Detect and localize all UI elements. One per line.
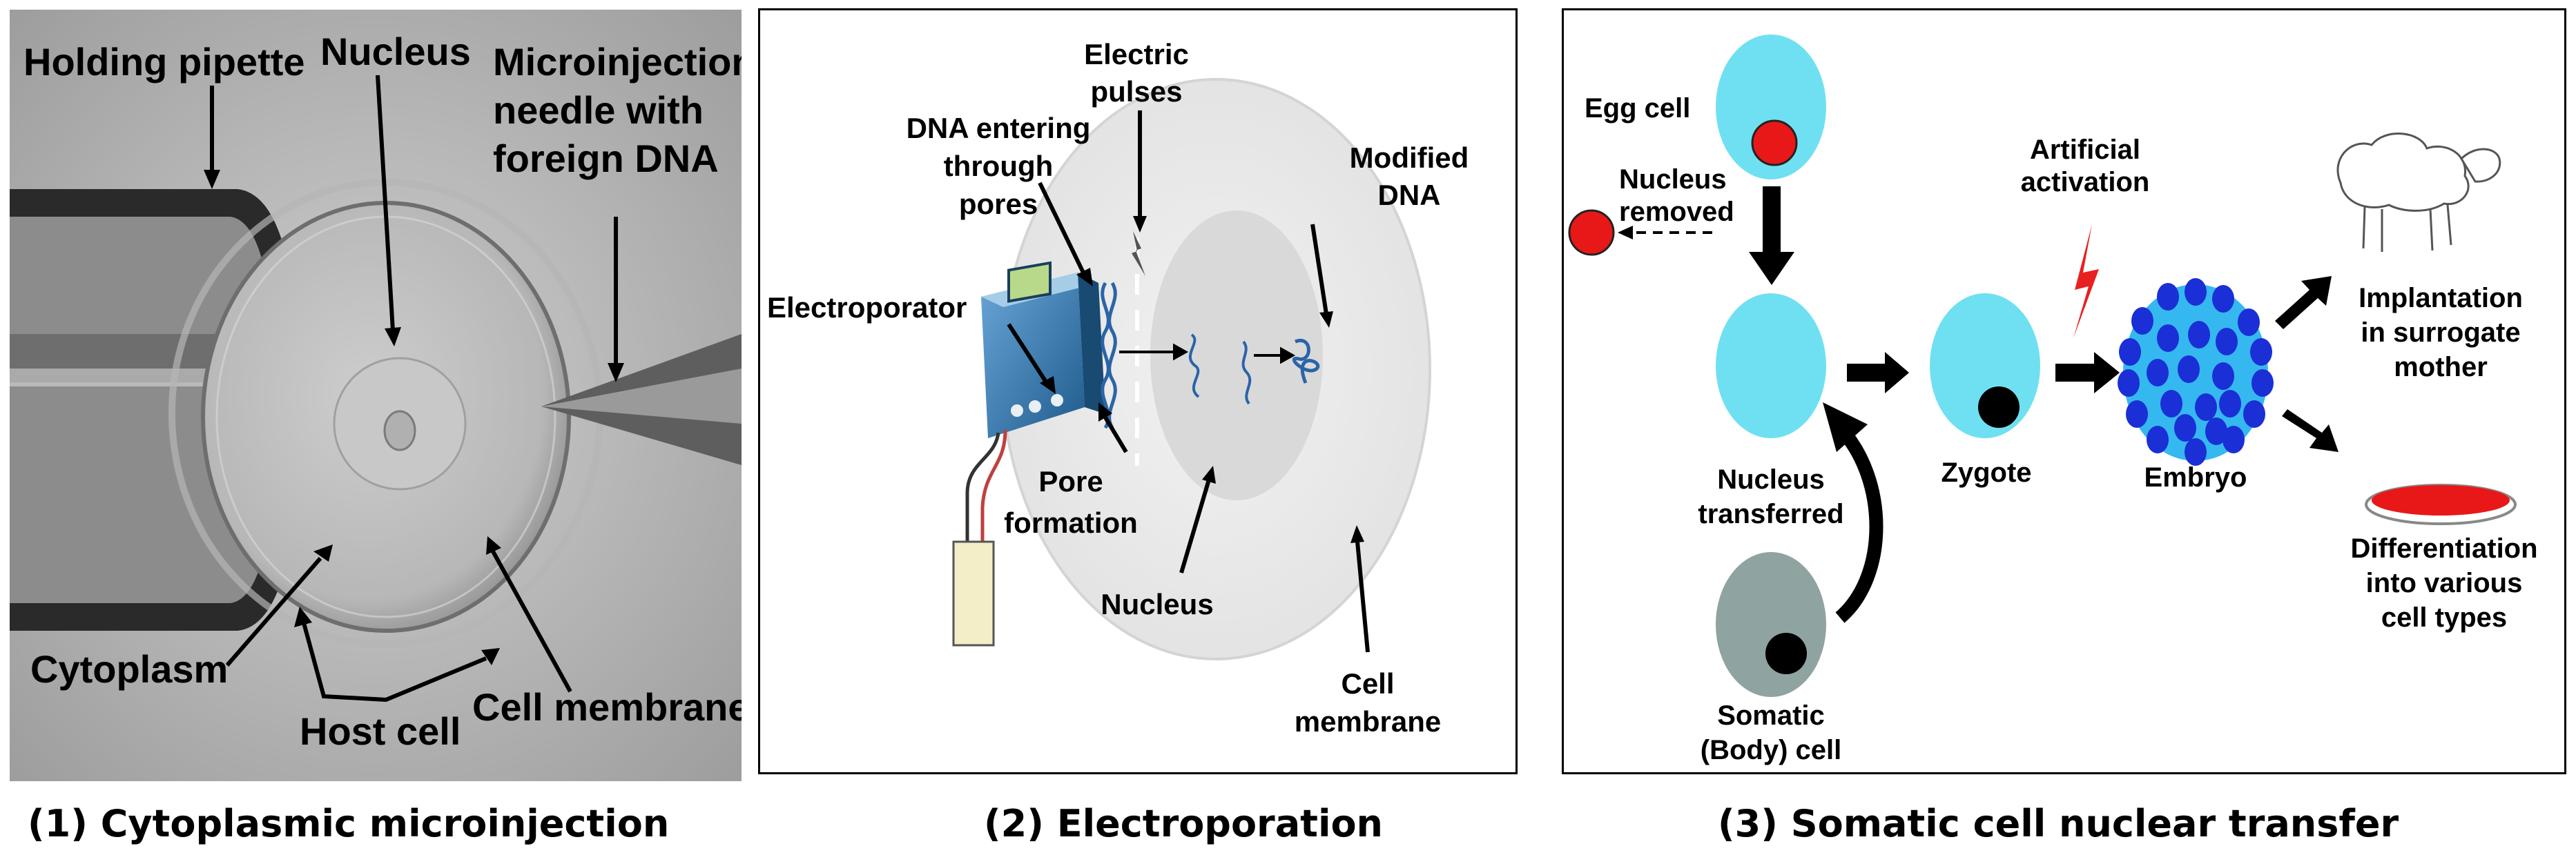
activation-bolt-icon	[2073, 224, 2099, 338]
needle-label-line3: foreign DNA	[493, 137, 719, 180]
nuclear-transfer-caption: (3) Somatic cell nuclear transfer	[1718, 802, 2399, 845]
dna-entering-label-line1: DNA entering	[907, 112, 1091, 144]
electroporation-caption: (2) Electroporation	[984, 802, 1383, 845]
dna-strand-entering	[1101, 282, 1117, 429]
electroporation-panel: Electric pulses DNA entering through por…	[758, 8, 1518, 774]
enucleated-egg-shape	[1716, 293, 1826, 438]
cell-membrane-label: Cell membrane	[472, 685, 742, 729]
panel2-arrows	[1007, 110, 1370, 653]
egg-cell-shape	[1716, 35, 1826, 179]
somatic-cell-shape	[1716, 552, 1826, 697]
nucleus-label: Nucleus	[320, 30, 471, 73]
host-cell-label: Host cell	[300, 709, 461, 753]
zygote-label: Zygote	[1941, 458, 2031, 488]
zygote-nucleus-shape	[1978, 386, 2020, 428]
differentiation-label-line1: Differentiation	[2350, 533, 2537, 564]
holding-pipette-label: Holding pipette	[23, 40, 305, 84]
nucleolus-shape	[383, 410, 416, 451]
electric-pulse-icon	[1132, 231, 1145, 276]
cytoplasm-label: Cytoplasm	[30, 647, 228, 691]
somatic-label-line2: (Body) cell	[1701, 735, 1841, 765]
nucleus-removed-label-line2: removed	[1619, 197, 1734, 227]
needle-label-line1: Microinjection	[493, 40, 742, 84]
outcome-arrows	[2275, 276, 2338, 452]
microinjection-panel: Holding pipette Nucleus Microinjection n…	[10, 10, 742, 781]
differentiation-label-line2: into various	[2366, 568, 2523, 598]
dna-flow-arrows	[1119, 343, 1296, 364]
nuclear-transfer-arrow	[1834, 423, 1883, 623]
embryo-label: Embryo	[2144, 462, 2247, 493]
egg-nucleus-shape	[1751, 119, 1798, 166]
dna-entering-label-line3: pores	[959, 188, 1038, 220]
cell-membrane-label-line2: membrane	[1295, 705, 1441, 738]
nucleus-transferred-label-line2: transferred	[1698, 499, 1843, 529]
electroporator-device	[952, 261, 1105, 647]
nuclear-transfer-panel: Egg cell Nucleus removed Artificial acti…	[1562, 8, 2566, 774]
embryo-shape	[2118, 278, 2274, 466]
sheep-icon	[2336, 132, 2501, 252]
electroporation-diagram: Electric pulses DNA entering through por…	[767, 38, 1469, 738]
nucleus-transferred-label-line1: Nucleus	[1717, 464, 1825, 495]
modified-dna-label-line2: DNA	[1378, 179, 1441, 211]
nucleus-region	[1150, 210, 1323, 500]
implantation-label-line1: Implantation	[2359, 283, 2523, 313]
needle-label-line2: needle with	[493, 88, 704, 132]
somatic-label-line1: Somatic	[1717, 700, 1825, 731]
somatic-nucleus-shape	[1765, 633, 1807, 674]
panel1-arrowheads	[204, 170, 624, 665]
implantation-label-line2: in surrogate	[2361, 317, 2520, 348]
modified-dna-label-line1: Modified	[1350, 141, 1469, 174]
panel2-arrowheads	[1040, 216, 1364, 543]
to-embryo-arrow	[2055, 364, 2097, 382]
to-zygote-arrow	[1847, 364, 1887, 382]
electroporator-label: Electroporator	[767, 291, 967, 324]
electric-pulses-label-line2: pulses	[1090, 75, 1182, 108]
microinjection-caption: (1) Cytoplasmic microinjection	[28, 802, 670, 845]
dna-strand-nucleus	[1189, 333, 1252, 405]
dna-entering-label-line2: through	[944, 150, 1054, 182]
removed-nucleus-shape	[1568, 209, 1615, 256]
removal-arrowhead	[1618, 226, 1633, 239]
panel1-arrows	[210, 75, 618, 703]
egg-cell-label: Egg cell	[1585, 93, 1690, 124]
petri-dish-icon	[2365, 484, 2517, 525]
implantation-label-line3: mother	[2394, 352, 2488, 382]
electric-pulses-label-line1: Electric	[1084, 38, 1189, 70]
nucleus-label: Nucleus	[1101, 588, 1213, 620]
modified-dna-shape	[1292, 338, 1320, 384]
differentiation-label-line3: cell types	[2381, 602, 2507, 633]
pore-formation-label-line2: formation	[1004, 507, 1138, 539]
artificial-activation-label-line2: activation	[2021, 167, 2150, 197]
egg-down-arrow	[1763, 186, 1781, 255]
nuclear-transfer-diagram: Egg cell Nucleus removed Artificial acti…	[1568, 35, 2538, 765]
pore-formation-label-line1: Pore	[1038, 465, 1103, 498]
microinjection-micrograph: Holding pipette Nucleus Microinjection n…	[10, 10, 742, 781]
artificial-activation-label-line1: Artificial	[2030, 135, 2140, 165]
cell-membrane-label-line1: Cell	[1341, 667, 1394, 700]
nucleus-removed-label-line1: Nucleus	[1619, 164, 1727, 195]
